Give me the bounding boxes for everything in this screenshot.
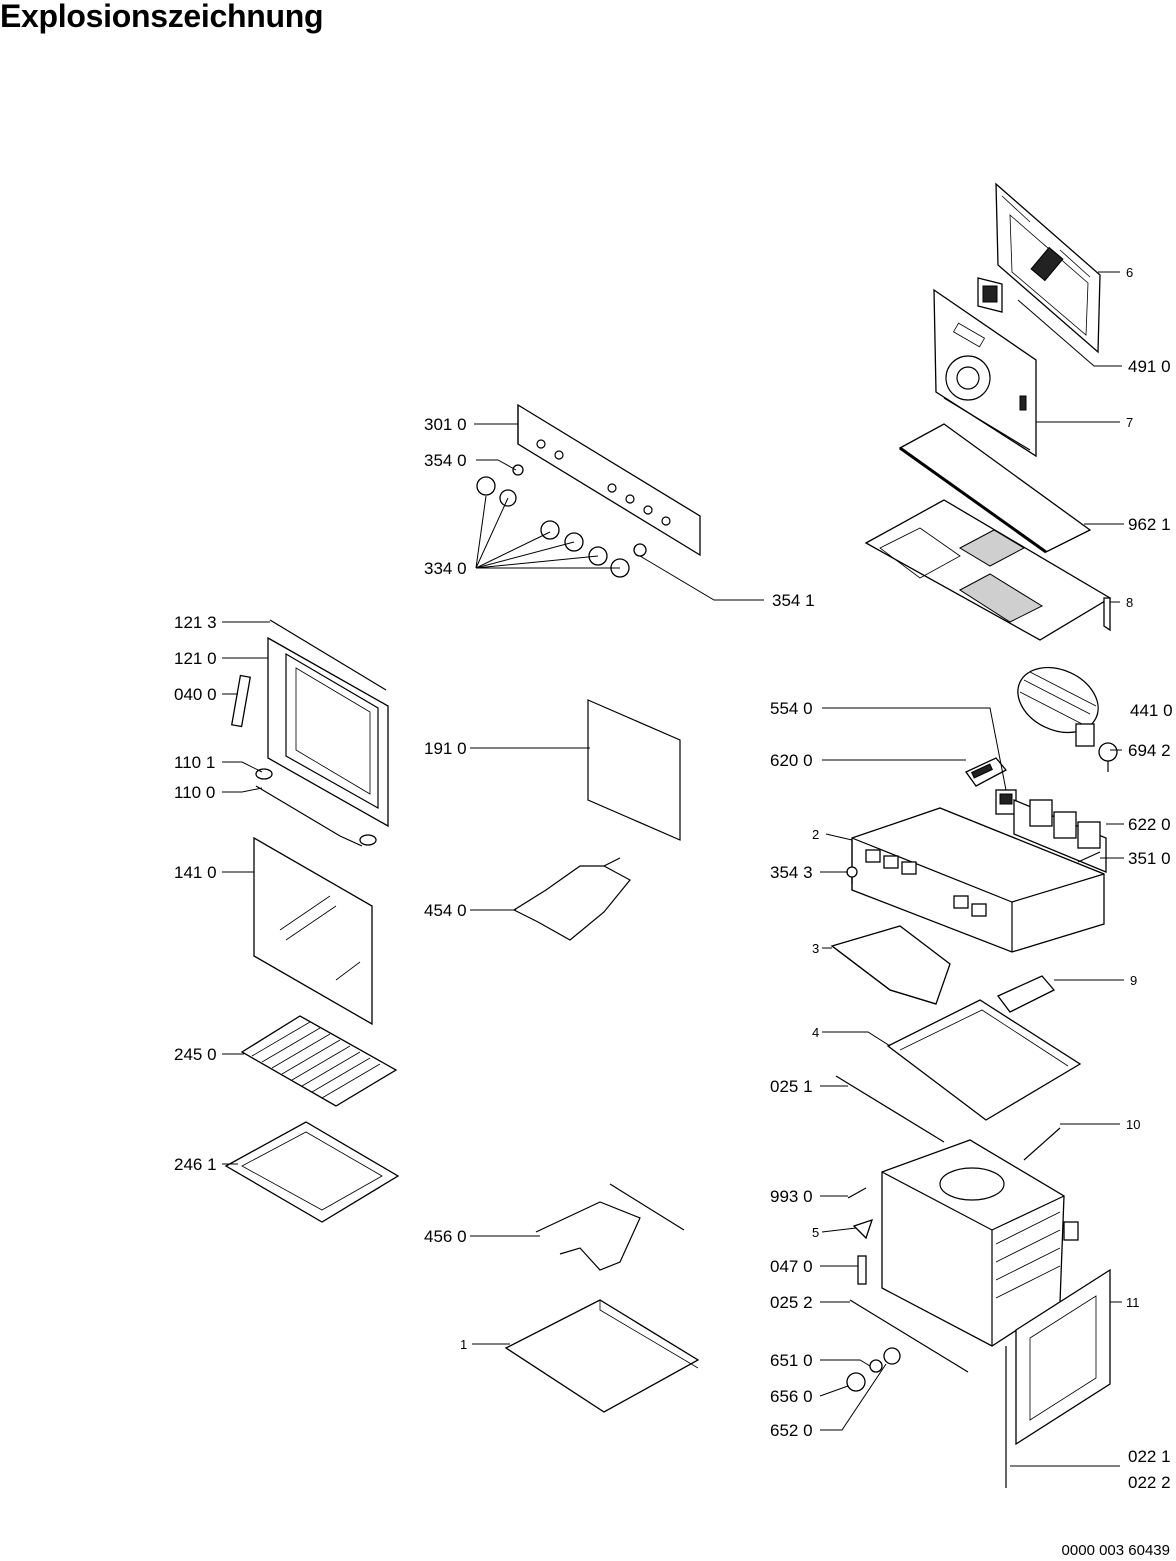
part-control-frame-2 — [851, 807, 1105, 953]
label-4560: 456 0 — [424, 1227, 467, 1246]
label-0222: 022 2 — [1128, 1473, 1171, 1492]
part-fan-panel-7 — [933, 288, 1037, 458]
part-door-seal-1910 — [587, 699, 681, 841]
label-6: 6 — [1126, 265, 1133, 280]
label-6560: 656 0 — [770, 1387, 813, 1406]
part-door-frame-1210 — [267, 636, 389, 828]
part-oven-cavity — [881, 1139, 1079, 1347]
label-1101: 110 1 — [174, 753, 215, 772]
part-switches-6220 — [1013, 799, 1107, 873]
label-8: 8 — [1126, 595, 1133, 610]
label-9930: 993 0 — [770, 1187, 813, 1206]
label-4: 4 — [812, 1025, 819, 1040]
part-cover-9 — [996, 975, 1056, 1013]
part-handle-0400 — [230, 674, 252, 728]
label-6510: 651 0 — [770, 1351, 813, 1370]
part-fan-motor-4410 — [1017, 666, 1099, 747]
label-1910: 191 0 — [424, 739, 467, 758]
part-6942 — [1098, 742, 1118, 772]
label-3540: 354 0 — [424, 451, 467, 470]
part-knobs-3340 — [476, 464, 647, 578]
label-4910: 491 0 — [1128, 357, 1171, 376]
label-3543: 354 3 — [770, 863, 813, 882]
page-title: Explosionszeichnung — [0, 0, 324, 34]
part-1213 — [269, 619, 387, 691]
label-11: 11 — [1126, 1295, 1140, 1310]
label-0251: 025 1 — [770, 1077, 813, 1096]
part-rail-0251 — [835, 1075, 945, 1143]
part-top-plate-8 — [864, 499, 1112, 641]
drawing-number: 0000 003 60439 — [1061, 1542, 1170, 1559]
part-connector-6200 — [965, 757, 1008, 787]
label-6942: 694 2 — [1128, 741, 1171, 760]
part-tray-2461 — [224, 1121, 400, 1223]
label-1210: 121 0 — [174, 649, 217, 668]
part-heater-4540 — [512, 857, 631, 941]
part-5 — [852, 1218, 874, 1240]
label-3510: 351 0 — [1128, 849, 1171, 868]
label-6200: 620 0 — [770, 751, 813, 770]
label-2461: 246 1 — [174, 1155, 217, 1174]
part-duct-3 — [830, 925, 951, 1005]
label-4540: 454 0 — [424, 901, 467, 920]
label-7: 7 — [1126, 415, 1133, 430]
label-9621: 962 1 — [1128, 515, 1171, 534]
part-seal-strip-9621 — [898, 423, 1092, 554]
label-2: 2 — [812, 827, 819, 842]
part-screw-3543 — [846, 866, 858, 884]
part-0470 — [857, 1255, 867, 1285]
part-rail-0252 — [849, 1299, 969, 1373]
label-1213: 121 3 — [174, 613, 217, 632]
part-heater-4560 — [535, 1183, 685, 1271]
label-6520: 652 0 — [770, 1421, 813, 1440]
part-glass-1410 — [253, 836, 373, 1026]
part-10 — [1023, 1127, 1061, 1161]
part-wire-rack-2450 — [240, 1015, 398, 1107]
label-1: 1 — [460, 1337, 467, 1352]
leader-lines — [222, 271, 1124, 1467]
label-5: 5 — [812, 1225, 819, 1240]
label-0221: 022 1 — [1128, 1447, 1171, 1466]
part-rear-frame-11 — [1005, 1268, 1111, 1488]
label-3340: 334 0 — [424, 559, 467, 578]
part-light-6510 — [846, 1347, 901, 1392]
label-4410: 441 0 — [1130, 701, 1173, 720]
label-0400: 040 0 — [174, 685, 217, 704]
part-pin-3510 — [1077, 851, 1101, 863]
part-screw-9930 — [847, 1187, 867, 1199]
part-rear-cover-6 — [995, 182, 1101, 354]
label-2450: 245 0 — [174, 1045, 217, 1064]
label-0252: 025 2 — [770, 1293, 813, 1312]
label-10: 10 — [1126, 1117, 1140, 1132]
label-5540: 554 0 — [770, 699, 813, 718]
label-0470: 047 0 — [770, 1257, 813, 1276]
part-bottom-plate-4 — [886, 999, 1082, 1121]
part-5540 — [995, 789, 1017, 815]
label-6220: 622 0 — [1128, 815, 1171, 834]
label-9: 9 — [1130, 973, 1137, 988]
label-3541: 354 1 — [772, 591, 815, 610]
label-1410: 141 0 — [174, 863, 217, 882]
label-3010: 301 0 — [424, 415, 467, 434]
part-control-panel-3010 — [517, 403, 701, 557]
part-bottom-tray-1 — [504, 1299, 700, 1413]
label-3: 3 — [812, 941, 819, 956]
part-bracket-4910 — [977, 277, 1003, 313]
label-1100: 110 0 — [174, 783, 215, 802]
